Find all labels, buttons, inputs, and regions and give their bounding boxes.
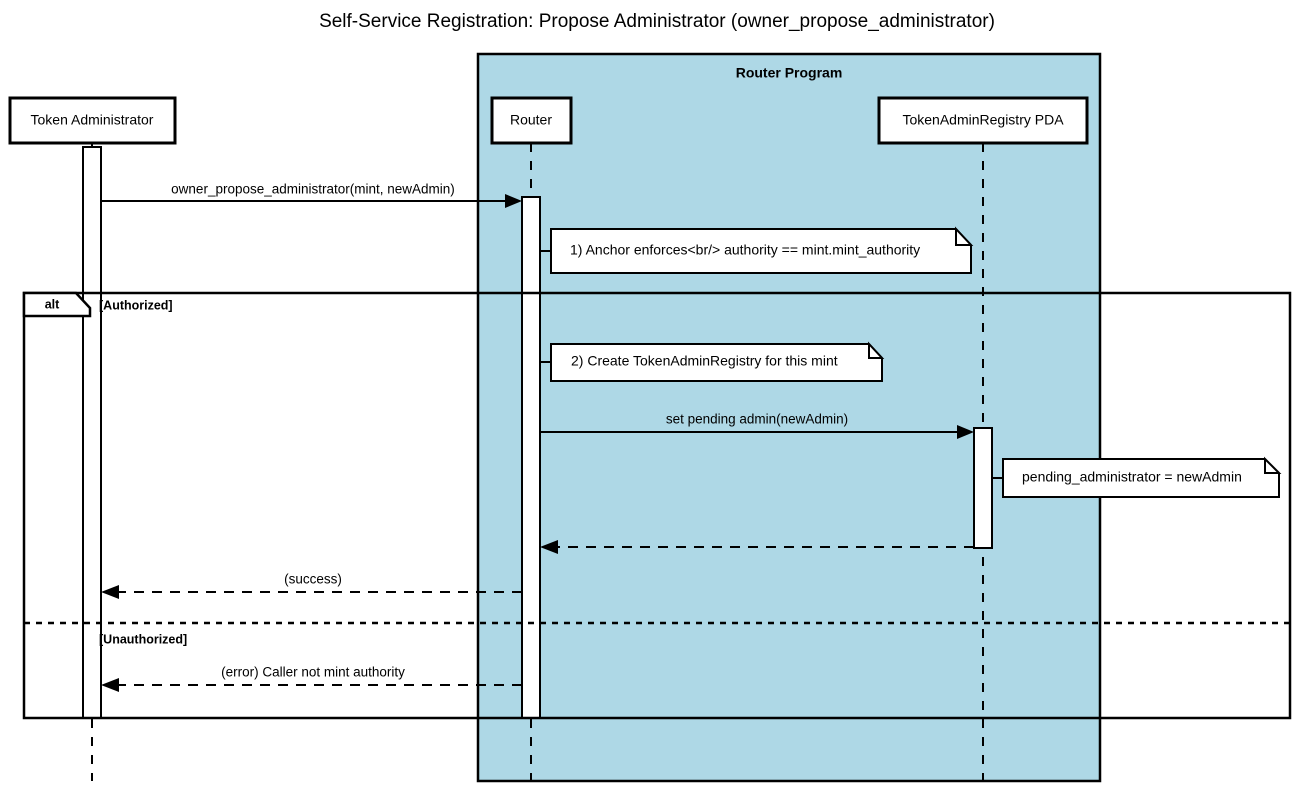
note-box-n1	[550, 228, 972, 274]
arrowhead-m2	[957, 425, 974, 439]
note-fold-n3	[1264, 456, 1282, 474]
note-box-n3	[1002, 458, 1280, 498]
participant-label-pda: TokenAdminRegistry PDA	[902, 112, 1064, 128]
page-title: Self-Service Registration: Propose Admin…	[319, 11, 995, 32]
note-box-n2	[550, 343, 883, 382]
arrowhead-m4	[101, 585, 119, 599]
note-text-n1: 1) Anchor enforces<br/> authority == min…	[570, 242, 920, 258]
note-fold-n2	[868, 341, 885, 359]
arrowhead-m5	[101, 678, 119, 692]
fragment-operator-box	[22, 291, 92, 318]
participant-label-router: Router	[510, 112, 552, 128]
activation-bar-router	[521, 196, 541, 719]
fragment-box-alt	[22, 291, 1292, 720]
group-box-router-program	[476, 52, 1102, 783]
activation-bar-pda	[973, 427, 993, 549]
message-label-m1: owner_propose_administrator(mint, newAdm…	[171, 182, 455, 197]
arrowhead-m1	[505, 194, 522, 208]
note-text-n3: pending_administrator = newAdmin	[1022, 469, 1242, 485]
participant-box-admin[interactable]	[8, 96, 177, 145]
participant-box-pda[interactable]	[877, 96, 1089, 145]
fragment-guard-authorized: [Authorized]	[99, 298, 173, 312]
note-fold-n1	[955, 226, 974, 246]
message-label-m4: (success)	[284, 572, 342, 587]
fragment-guard-unauthorized: [Unauthorized]	[99, 632, 187, 646]
message-label-m2: set pending admin(newAdmin)	[666, 412, 848, 427]
group-box-label: Router Program	[736, 65, 843, 81]
fragment-operator-label: alt	[45, 297, 60, 311]
participant-box-router[interactable]	[490, 96, 573, 145]
arrowhead-m3	[540, 540, 558, 554]
note-text-n2: 2) Create TokenAdminRegistry for this mi…	[571, 353, 838, 369]
message-label-m5: (error) Caller not mint authority	[221, 665, 405, 680]
participant-label-admin: Token Administrator	[31, 112, 154, 128]
